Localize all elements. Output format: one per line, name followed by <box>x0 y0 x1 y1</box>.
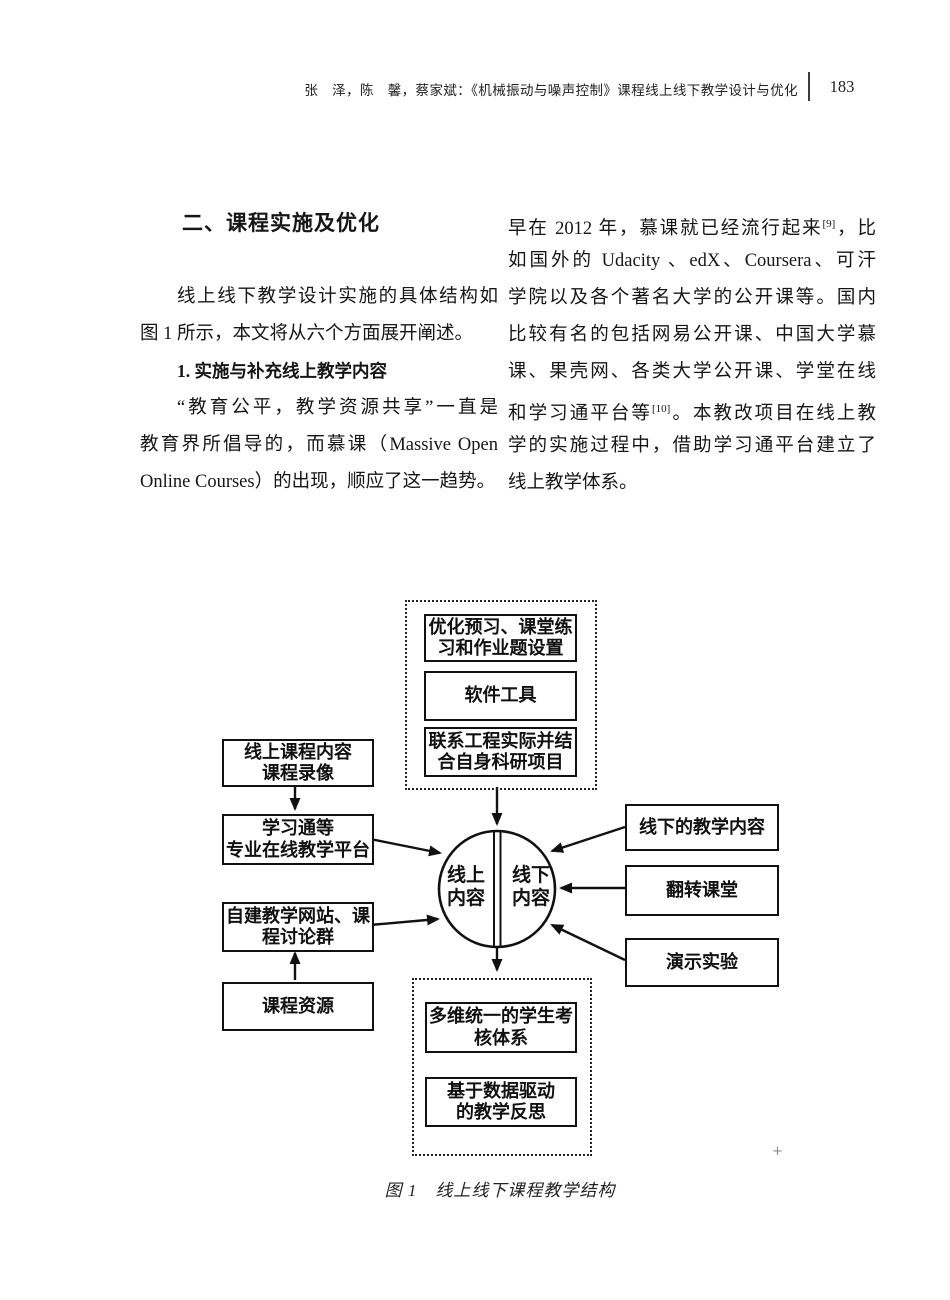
body-line: 课、果壳网、各类大学公开课、学堂在线 <box>508 362 876 382</box>
body-line: Online Courses）的出现，顺应了这一趋势。 <box>140 472 496 492</box>
box-label-line: 演示实验 <box>666 951 738 972</box>
body-line: 和学习通平台等[10]。本教改项目在线上教 <box>508 391 876 428</box>
circle-label-line: 内容 <box>446 888 485 909</box>
circle-label-offline-content: 线下内容 <box>503 864 559 910</box>
box-label-line: 习和作业题设置 <box>437 638 564 658</box>
running-header-title: 张 泽，陈 馨，蔡家斌：《机械振动与噪声控制》课程线上线下教学设计与优化 <box>304 83 798 98</box>
arrow-platform-to-circle <box>369 837 442 857</box>
box-label-line: 核体系 <box>474 1027 528 1048</box>
figure-caption: 图 1 线上线下课程教学结构 <box>384 1181 616 1200</box>
text-segment: 早在 2012 年，慕课就已经流行起来 <box>508 219 823 239</box>
box-label-line: 翻转课堂 <box>666 879 738 900</box>
box-label-line: 线下的教学内容 <box>639 816 765 837</box>
box-optimize-exercises: 优化预习、课堂练习和作业题设置 <box>424 614 577 662</box>
body-line: 比较有名的包括网易公开课、中国大学慕 <box>508 325 876 345</box>
bottom-dashed-group <box>412 978 592 1156</box>
text-segment: ，比 <box>835 219 876 239</box>
box-learning-platform: 学习通等专业在线教学平台 <box>222 814 374 865</box>
section-heading: 二、课程实施及优化 <box>182 212 380 235</box>
arrow-offline-content-to-circle <box>550 825 626 853</box>
text-segment: 和学习通平台等 <box>508 404 652 424</box>
box-self-built-website: 自建教学网站、课程讨论群 <box>222 902 374 952</box>
body-line: 图 1 所示，本文将从六个方面展开阐述。 <box>140 324 474 344</box>
body-line: 学院以及各个著名大学的公开课等。国内 <box>508 288 876 308</box>
box-label-line: 专业在线教学平台 <box>226 839 370 860</box>
page-number: 183 <box>829 77 855 96</box>
box-label-line: 软件工具 <box>464 685 537 706</box>
body-line: 学的实施过程中，借助学习通平台建立了 <box>508 436 876 456</box>
circle-label-line: 内容 <box>511 888 550 909</box>
box-label-line: 学习通等 <box>262 818 334 838</box>
citation-ref-9: [9] <box>822 218 836 230</box>
box-label-line: 课程录像 <box>262 763 334 783</box>
box-label-line: 程讨论群 <box>262 927 334 947</box>
box-label-line: 优化预习、课堂练 <box>428 616 573 637</box>
box-offline-teaching-content: 线下的教学内容 <box>625 804 779 851</box>
box-data-driven-reflection: 基于数据驱动的教学反思 <box>425 1077 577 1127</box>
box-label-line: 线上课程内容 <box>244 741 352 762</box>
box-flipped-classroom: 翻转课堂 <box>625 865 779 916</box>
box-engineering-research: 联系工程实际并结合自身科研项目 <box>424 727 577 777</box>
anchor-cross-mark: + <box>772 1144 783 1159</box>
box-label-line: 自建教学网站、课 <box>226 905 370 926</box>
body-line: 早在 2012 年，慕课就已经流行起来[9]，比 <box>508 206 876 243</box>
top-dashed-group <box>405 600 597 790</box>
box-online-course-content: 线上课程内容课程录像 <box>222 739 374 787</box>
text-segment: 。本教改项目在线上教 <box>670 404 876 424</box>
box-course-resources: 课程资源 <box>222 982 374 1031</box>
body-line: 教育界所倡导的，而慕课（Massive Open <box>140 435 498 455</box>
box-label-line: 的教学反思 <box>456 1102 546 1122</box>
subsection-heading: 1. 实施与补充线上教学内容 <box>177 361 387 381</box>
box-label-line: 课程资源 <box>262 995 334 1016</box>
box-label-line: 合自身科研项目 <box>437 752 564 772</box>
box-software-tools: 软件工具 <box>424 671 577 721</box>
header-separator-line <box>808 72 810 101</box>
box-label-line: 联系工程实际并结 <box>428 730 573 751</box>
arrow-website-to-circle <box>369 914 440 927</box>
body-line: 线上线下教学设计实施的具体结构如 <box>177 287 498 307</box>
body-line: 线上教学体系。 <box>508 473 638 493</box>
arrow-demo-experiment-to-circle <box>550 923 626 962</box>
box-label-line: 基于数据驱动 <box>447 1080 555 1101</box>
circle-label-line: 线上 <box>446 865 485 886</box>
body-line: 如国外的 Udacity 、edX、Coursera、可汗 <box>508 251 876 271</box>
circle-label-line: 线下 <box>511 865 550 886</box>
body-line: “教育公平，教学资源共享”一直是 <box>177 398 498 418</box>
box-demo-experiment: 演示实验 <box>625 938 779 987</box>
citation-ref-10: [10] <box>651 403 671 415</box>
box-student-assessment: 多维统一的学生考核体系 <box>425 1002 577 1053</box>
circle-label-online-content: 线上内容 <box>438 864 494 910</box>
box-label-line: 多维统一的学生考 <box>429 1006 573 1026</box>
